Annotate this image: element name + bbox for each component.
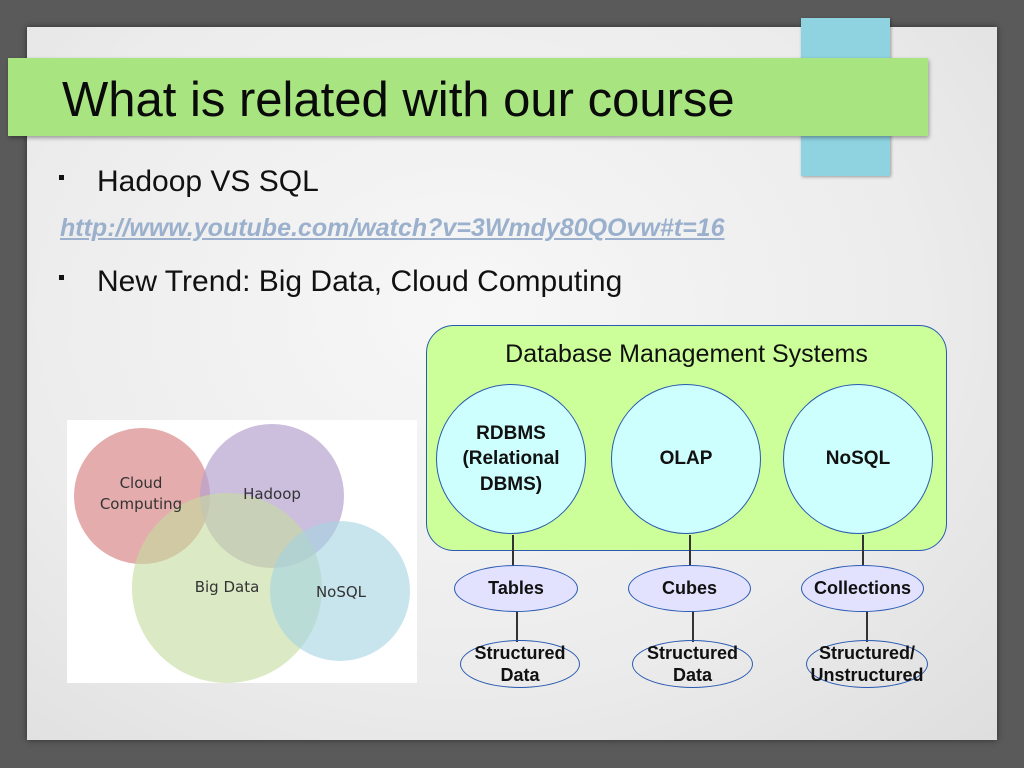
dbms-node-label: RDBMS (Relational DBMS) <box>462 422 560 495</box>
venn-label-cloud: Cloud <box>120 474 163 492</box>
venn-diagram: Cloud Computing Hadoop Big Data NoSQL <box>74 424 410 683</box>
venn-label-hadoop: Hadoop <box>243 485 301 503</box>
data-oval-structured: Structured Data <box>460 640 580 688</box>
store-oval-tables: Tables <box>454 565 578 612</box>
store-oval-cubes: Cubes <box>628 565 751 612</box>
connector-line <box>692 610 694 642</box>
venn-label-big-data: Big Data <box>195 578 260 596</box>
venn-circle-big-data <box>132 493 322 683</box>
dbms-node-nosql: NoSQL <box>783 384 933 534</box>
connector-line <box>512 535 514 567</box>
store-oval-collections: Collections <box>801 565 924 612</box>
dbms-node-rdbms: RDBMS (Relational DBMS) <box>436 384 586 534</box>
title-bar <box>8 58 928 136</box>
dbms-title: Database Management Systems <box>505 340 868 368</box>
store-label: Tables <box>488 578 544 599</box>
connector-line <box>689 535 691 567</box>
youtube-link[interactable]: http://www.youtube.com/watch?v=3Wmdy80QO… <box>60 214 725 242</box>
venn-label-computing: Computing <box>100 495 182 513</box>
slide-title: What is related with our course <box>62 73 735 127</box>
bullet-marker <box>59 175 64 180</box>
bullet-item: New Trend: Big Data, Cloud Computing <box>59 265 623 298</box>
bullet-text: Hadoop VS SQL <box>97 165 319 198</box>
data-oval-structured-unstructured: Structured/ Unstructured <box>806 640 928 688</box>
connector-line <box>866 610 868 642</box>
connector-line <box>862 535 864 567</box>
dbms-node-label: OLAP <box>659 448 713 470</box>
connector-line <box>516 610 518 642</box>
dbms-node-label: NoSQL <box>825 448 891 470</box>
bullet-marker <box>59 275 64 280</box>
venn-circle-nosql <box>270 521 410 661</box>
store-label: Collections <box>813 578 911 599</box>
bullet-item: Hadoop VS SQL <box>59 165 319 198</box>
venn-label-nosql: NoSQL <box>316 583 367 601</box>
data-type-label: Structured/ Unstructured <box>810 642 924 686</box>
dbms-node-olap: OLAP <box>611 384 761 534</box>
venn-diagram-panel: Cloud Computing Hadoop Big Data NoSQL <box>67 420 417 683</box>
data-oval-structured: Structured Data <box>632 640 753 688</box>
data-type-label: Structured Data <box>646 642 738 686</box>
data-type-label: Structured Data <box>474 642 566 686</box>
store-label: Cubes <box>661 578 717 599</box>
bullet-text: New Trend: Big Data, Cloud Computing <box>97 265 623 298</box>
